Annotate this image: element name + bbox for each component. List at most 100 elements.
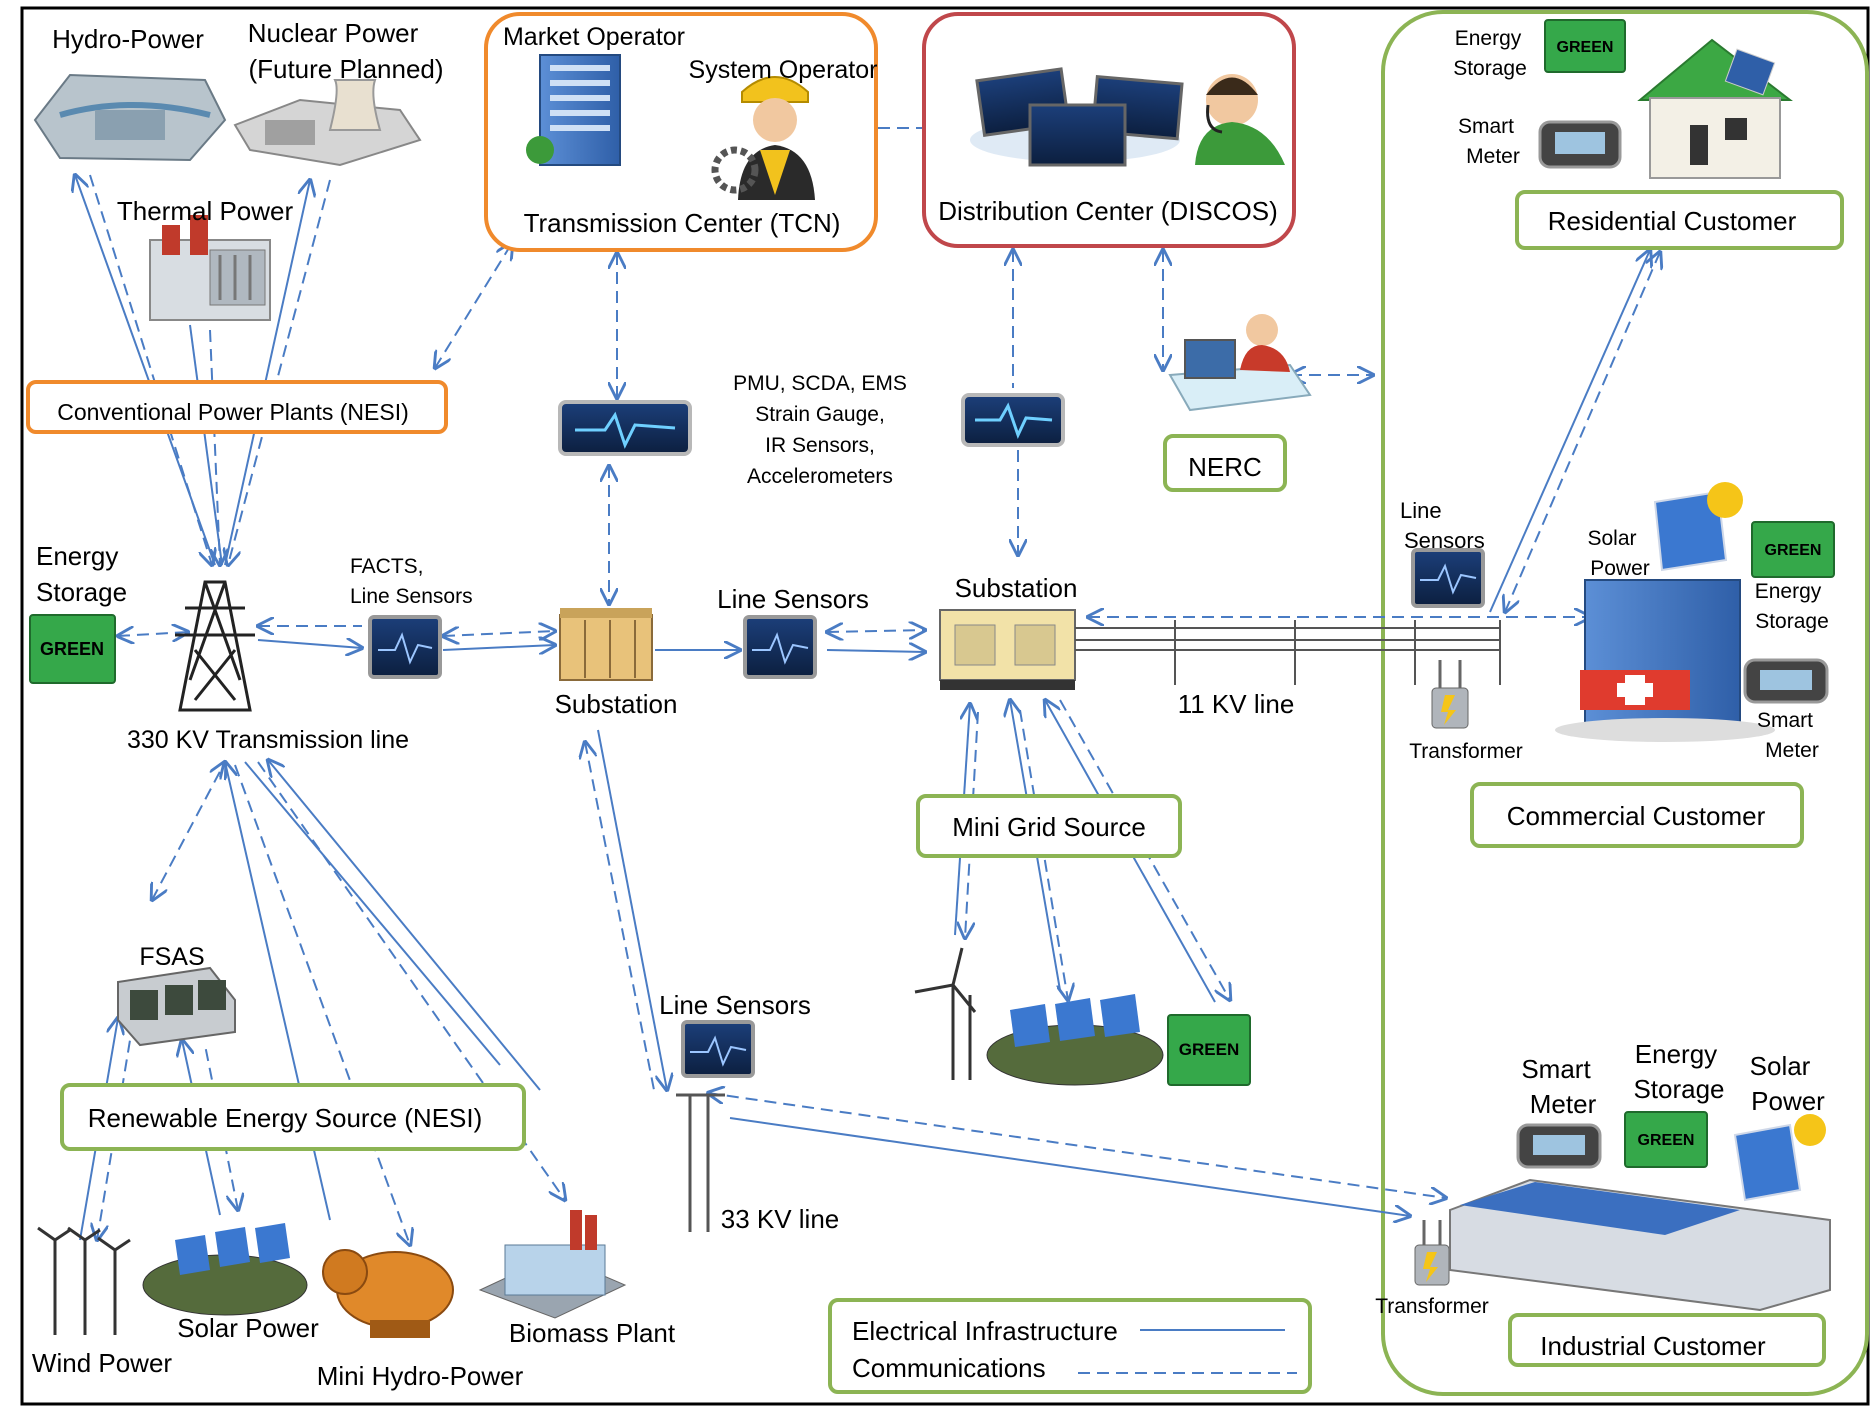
solar-panel-industrial-icon <box>1733 1114 1826 1202</box>
transformer-label: Transformer <box>1409 740 1523 763</box>
nerc-box <box>1163 434 1287 492</box>
industrial-box <box>1508 1313 1826 1367</box>
pmu-label-1: PMU, SCDA, EMS <box>733 372 907 395</box>
renewable-box <box>60 1083 526 1151</box>
conventional-box <box>26 380 448 434</box>
res-energy-label: Energy <box>1455 27 1522 50</box>
house-icon <box>1637 38 1793 179</box>
line-sensor-icon <box>743 615 817 679</box>
transmission-tower-icon <box>175 580 255 712</box>
industrial-label: Industrial Customer <box>1540 1331 1766 1361</box>
system-operator-icon <box>711 76 815 200</box>
legend: Electrical Infrastructure Communications <box>852 1316 1297 1383</box>
nerc-operator-icon <box>1168 314 1312 412</box>
biomass-label: Biomass Plant <box>509 1318 676 1348</box>
computers-icon <box>970 67 1184 167</box>
smart-meter-industrial-icon <box>1516 1123 1602 1169</box>
transformer-icon <box>1431 660 1469 729</box>
substation-2-icon <box>939 609 1076 690</box>
solar-farm-icon <box>142 1223 308 1316</box>
fsas-label: FSAS <box>139 943 204 971</box>
commercial-box <box>1470 782 1804 848</box>
pmu-label-4: Accelerometers <box>747 465 893 488</box>
ind-energy-label: Energy <box>1635 1039 1717 1069</box>
line-label: Line <box>1400 498 1442 523</box>
fsas-device-icon <box>117 966 236 1047</box>
thermal-label: Thermal Power <box>117 196 294 226</box>
tcn-label: Transmission Center (TCN) <box>524 208 841 238</box>
legend-box <box>828 1298 1312 1394</box>
kv33-label: 33 KV line <box>721 1204 840 1234</box>
mini-hydro-label: Mini Hydro-Power <box>317 1361 524 1391</box>
facts-label-1: FACTS, <box>350 555 424 578</box>
discos-label: Distribution Center (DISCOS) <box>938 196 1278 226</box>
nuclear-label-1: Nuclear Power <box>248 18 419 48</box>
pmu-monitor-icon <box>558 400 692 456</box>
svg-text:GREEN: GREEN <box>40 639 104 659</box>
legend-communications-label: Communications <box>852 1353 1046 1383</box>
battery-minigrid-icon: GREEN <box>1167 1014 1251 1086</box>
com-solar-label: Solar <box>1587 527 1636 550</box>
svg-text:GREEN: GREEN <box>1557 39 1614 56</box>
battery-residential-icon: GREEN <box>1544 19 1626 73</box>
com-storage-label: Storage <box>1755 610 1829 633</box>
com-energy-label: Energy <box>1755 580 1822 603</box>
mini-hydro-icon <box>322 1249 454 1338</box>
ind-power-label: Power <box>1751 1086 1825 1116</box>
substation-label-1: Substation <box>555 689 678 719</box>
commercial-label: Commercial Customer <box>1507 801 1766 831</box>
biomass-plant-icon <box>478 1210 627 1319</box>
kv11-label: 11 KV line <box>1178 689 1295 719</box>
customer-region <box>1381 10 1869 1396</box>
pmu-label-2: Strain Gauge, <box>755 403 885 426</box>
ind-smart-label: Smart <box>1521 1054 1591 1084</box>
wind-label: Wind Power <box>32 1348 172 1378</box>
battery-commercial-icon: GREEN <box>1751 521 1835 578</box>
hospital-building-icon <box>1555 579 1775 742</box>
market-operator-label: Market Operator <box>503 23 685 51</box>
smart-meter-icon <box>1538 120 1622 169</box>
com-smart-label: Smart <box>1757 709 1813 732</box>
line-sensor-11kv-icon <box>1411 548 1485 608</box>
distribution-monitor-icon <box>961 393 1065 447</box>
line-sensor-33kv-icon <box>681 1020 755 1078</box>
facts-sensor-icon <box>368 615 442 679</box>
substation-label-2: Substation <box>955 573 1078 603</box>
factory-icon <box>1449 1178 1831 1312</box>
sensors-label: Sensors <box>1404 528 1485 553</box>
wind-turbines-icon <box>37 1226 131 1335</box>
renewable-label: Renewable Energy Source (NESI) <box>88 1103 483 1133</box>
battery-industrial-icon: GREEN <box>1624 1111 1708 1168</box>
line-sensors-33-label: Line Sensors <box>659 990 811 1020</box>
line-sensors-label: Line Sensors <box>717 584 869 614</box>
res-storage-label: Storage <box>1453 57 1527 80</box>
wind-turbine-minigrid-icon <box>914 947 977 1080</box>
res-smart-label: Smart <box>1458 115 1514 138</box>
res-meter-label: Meter <box>1466 145 1520 168</box>
nuclear-label-2: (Future Planned) <box>248 54 443 84</box>
svg-text:GREEN: GREEN <box>1638 1132 1695 1149</box>
facts-label-2: Line Sensors <box>350 585 473 608</box>
hydro-plant-icon <box>33 73 227 162</box>
battery-icon: GREEN <box>29 614 116 684</box>
solar-panel-icon <box>1653 482 1743 572</box>
hydro-label: Hydro-Power <box>52 24 204 54</box>
residential-label: Residential Customer <box>1548 206 1797 236</box>
thermal-plant-icon <box>149 215 271 321</box>
residential-box <box>1515 190 1844 250</box>
energy-storage-label-1: Energy <box>36 541 118 571</box>
ind-meter-label: Meter <box>1530 1089 1597 1119</box>
svg-text:GREEN: GREEN <box>1765 542 1822 559</box>
ind-storage-label: Storage <box>1633 1074 1724 1104</box>
mini-grid-label: Mini Grid Source <box>952 812 1146 842</box>
kv330-label: 330 KV Transmission line <box>127 726 409 754</box>
ind-solar-label: Solar <box>1750 1051 1811 1081</box>
svg-text:GREEN: GREEN <box>1179 1040 1239 1059</box>
eleven-kv-poles <box>1075 620 1501 685</box>
operator-icon <box>1195 74 1285 165</box>
smart-meter-commercial-icon <box>1743 658 1829 704</box>
transformer-industrial-label: Transformer <box>1375 1295 1489 1318</box>
conventional-label: Conventional Power Plants (NESI) <box>57 399 409 425</box>
mini-grid-box <box>916 794 1182 858</box>
com-power-label: Power <box>1590 557 1650 580</box>
